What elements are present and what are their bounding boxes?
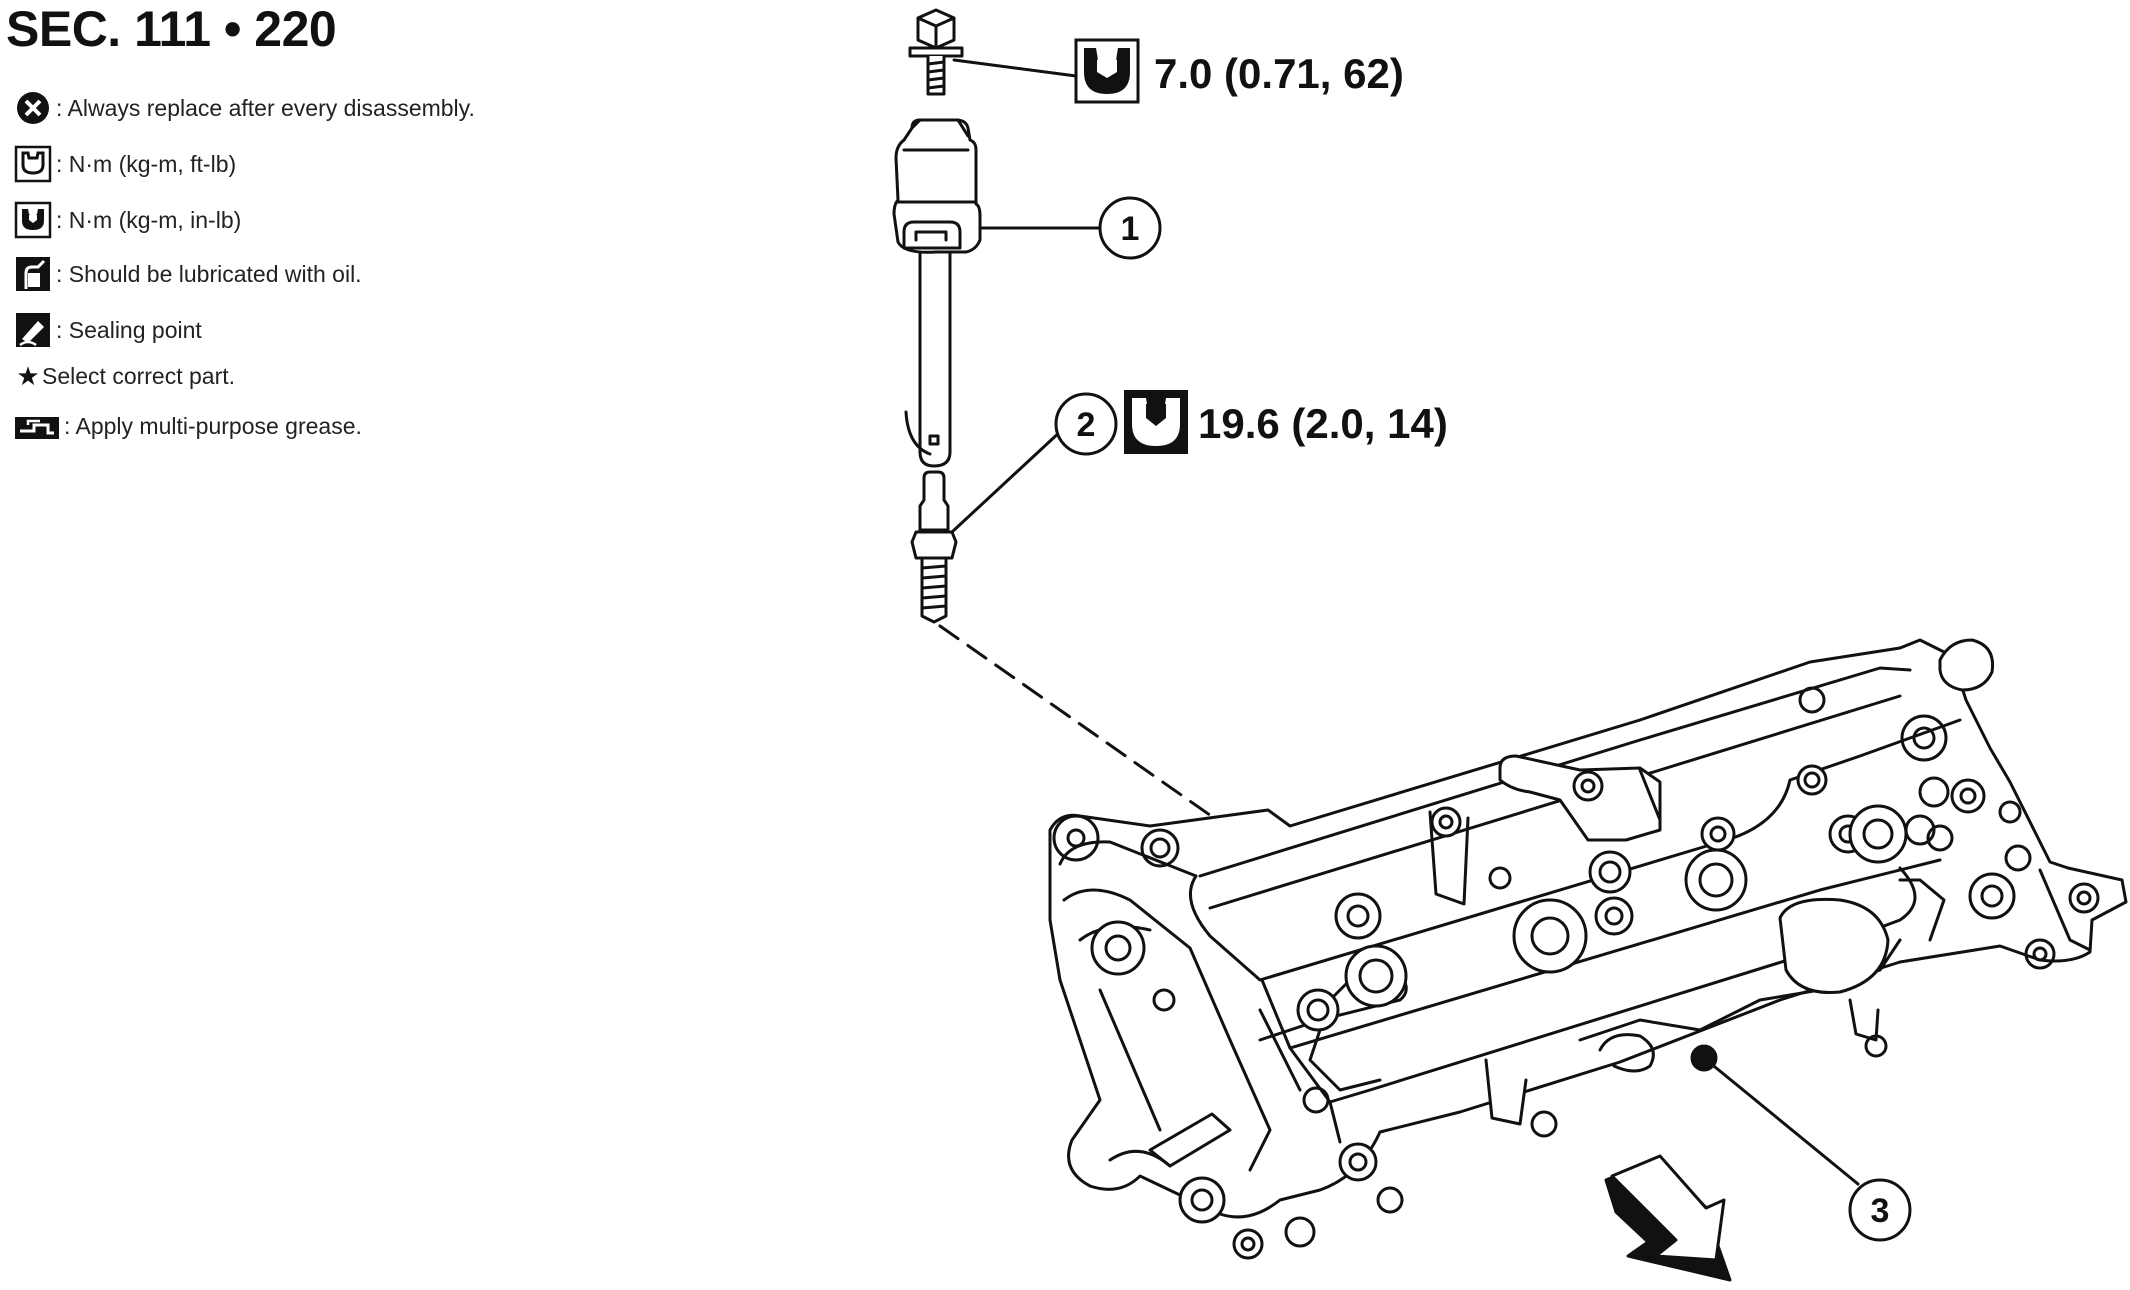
leader-line	[950, 428, 1064, 534]
torque-spec-spark-plug: 19.6 (2.0, 14)	[1124, 390, 1448, 454]
callout-1-number: 1	[1121, 210, 1140, 248]
callout-2-number: 2	[1077, 406, 1096, 444]
callout-2: 2	[1054, 392, 1118, 456]
oil-can-icon	[16, 257, 50, 291]
legend-item-torque-ftlb: : N·m (kg-m, ft-lb)	[14, 144, 236, 184]
ignition-coil	[892, 118, 982, 468]
legend-item-oil: : Should be lubricated with oil.	[14, 254, 362, 294]
cover-bolt-holes	[1052, 686, 2100, 1260]
callout-1: 1	[1098, 196, 1162, 260]
leader-line	[1702, 1056, 1860, 1186]
wrench-ftlb-icon	[14, 145, 52, 183]
callout-3: 3	[1848, 1178, 1912, 1242]
wrench-inlb-icon	[1074, 38, 1140, 104]
legend-text: : Should be lubricated with oil.	[56, 260, 362, 287]
legend-item-grease: : Apply multi-purpose grease.	[14, 406, 362, 446]
star-icon: ★	[16, 360, 40, 391]
torque-value-spark-plug: 19.6 (2.0, 14)	[1198, 400, 1448, 447]
section-title: SEC. 111 • 220	[6, 1, 337, 57]
callout-3-number: 3	[1871, 1192, 1890, 1230]
sealant-icon	[16, 313, 50, 347]
legend-text: : N·m (kg-m, in-lb)	[56, 206, 242, 233]
legend-item-select-part: ★ Select correct part.	[14, 356, 235, 396]
torque-value-bolt: 7.0 (0.71, 62)	[1154, 50, 1404, 97]
rocker-cover	[1048, 638, 2128, 1219]
legend-item-torque-inlb: : N·m (kg-m, in-lb)	[14, 200, 241, 240]
legend-item-replace: : Always replace after every disassembly…	[14, 88, 475, 128]
front-direction-arrow	[1604, 1154, 1732, 1282]
legend-text: : Sealing point	[56, 316, 202, 343]
wrench-inlb-icon	[14, 201, 52, 239]
legend-text: : Always replace after every disassembly…	[56, 94, 475, 121]
legend-item-sealant: : Sealing point	[14, 310, 202, 350]
grease-gun-icon	[15, 417, 59, 439]
legend-text: : Apply multi-purpose grease.	[64, 412, 362, 439]
legend-text: Select correct part.	[42, 362, 236, 389]
replace-x-icon	[17, 92, 49, 124]
legend-text: : N·m (kg-m, ft-lb)	[56, 150, 237, 177]
coil-bolt	[908, 8, 964, 96]
spark-plug	[910, 470, 958, 624]
torque-spec-bolt: 7.0 (0.71, 62)	[1074, 38, 1404, 104]
leader-line	[952, 58, 1078, 78]
wrench-ftlb-icon	[1124, 390, 1188, 454]
